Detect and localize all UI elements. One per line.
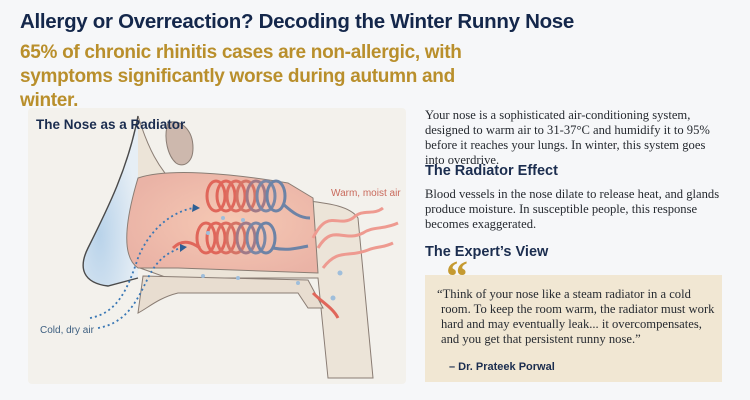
radiator-effect-paragraph: Blood vessels in the nose dilate to rele… xyxy=(425,187,720,231)
warm-air-label: Warm, moist air xyxy=(331,188,401,199)
illustration-title: The Nose as a Radiator xyxy=(36,117,186,132)
warm-air-arrows xyxy=(311,206,399,319)
intro-paragraph: Your nose is a sophisticated air-conditi… xyxy=(425,108,710,167)
lower-coil xyxy=(171,221,309,255)
section-heading-radiator-effect: The Radiator Effect xyxy=(425,163,558,179)
cold-air-arrows xyxy=(89,207,194,329)
page-title: Allergy or Overreaction? Decoding the Wi… xyxy=(20,10,574,33)
section-heading-experts-view: The Expert’s View xyxy=(425,244,549,260)
page-subtitle: 65% of chronic rhinitis cases are non-al… xyxy=(20,42,462,111)
cold-air-label: Cold, dry air xyxy=(40,325,94,336)
nose-illustration-panel: The Nose as a Radiator Cold, dry air War… xyxy=(28,108,406,384)
expert-quote-box: “Think of your nose like a steam radiato… xyxy=(425,275,722,382)
expert-quote-text: “Think of your nose like a steam radiato… xyxy=(437,287,715,346)
quote-mark-icon: “ xyxy=(446,252,468,301)
upper-coil xyxy=(205,179,311,220)
nose-radiator-illustration xyxy=(82,115,399,379)
quote-author: – Dr. Prateek Porwal xyxy=(449,361,555,373)
